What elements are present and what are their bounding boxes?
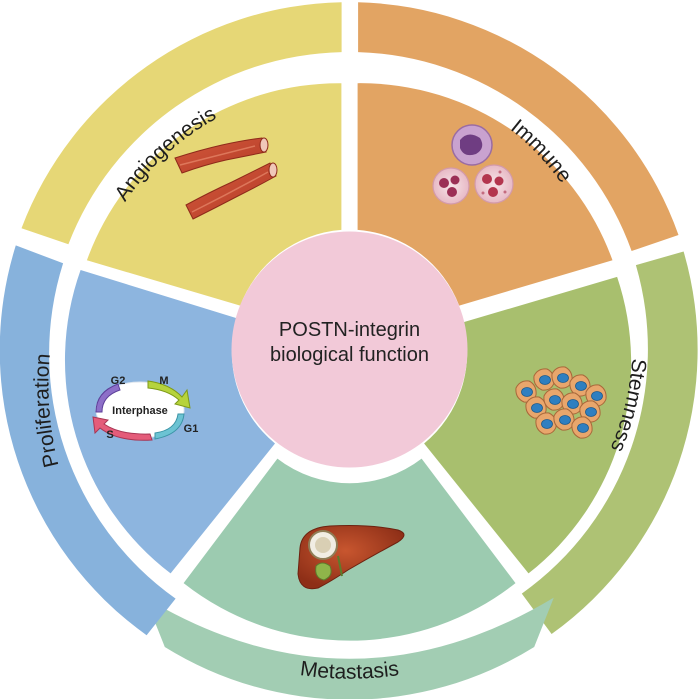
center-title-line-1: POSTN-integrin	[279, 319, 420, 341]
cell-cycle-phase-g2: G2	[111, 375, 126, 387]
outer-segment-proliferation	[0, 245, 176, 636]
outer-segment-metastasis	[145, 597, 554, 699]
cell-cycle-phase-m: M	[159, 375, 168, 387]
blood-vessels-icon	[174, 137, 278, 220]
stem-cell-nucleus	[549, 395, 561, 405]
outer-segment-stemness	[521, 251, 698, 634]
stem-cell-nucleus	[559, 415, 571, 425]
inner-segment-stemness	[424, 276, 632, 574]
stem-cell-nucleus	[531, 403, 543, 413]
stem-cell-nucleus	[567, 399, 579, 409]
label-metastasis: Metastasis	[299, 657, 400, 684]
stem-cells-icon	[515, 366, 607, 439]
cell-cycle-phase-g1: G1	[184, 423, 199, 435]
liver-icon	[297, 525, 405, 590]
cell-cycle-phase-s: S	[106, 429, 113, 441]
cell-cycle-center-label: Interphase	[112, 405, 168, 417]
stem-cell-nucleus	[591, 391, 603, 401]
stem-cell-nucleus	[585, 407, 597, 417]
stem-cell-nucleus	[541, 419, 553, 429]
outer-segment-angiogenesis	[21, 2, 342, 245]
cell-cycle-icon: Interphase M G1 S G2	[92, 375, 199, 441]
immune-cells-icon	[432, 124, 514, 205]
stem-cell-nucleus	[557, 373, 569, 383]
outer-segment-immune	[358, 2, 679, 252]
center-title-line-2: biological function	[270, 344, 429, 366]
stem-cell-nucleus	[539, 375, 551, 385]
center-circle	[231, 231, 468, 468]
stem-cell-nucleus	[521, 387, 533, 397]
stem-cell-nucleus	[575, 381, 587, 391]
stem-cell-nucleus	[577, 423, 589, 433]
